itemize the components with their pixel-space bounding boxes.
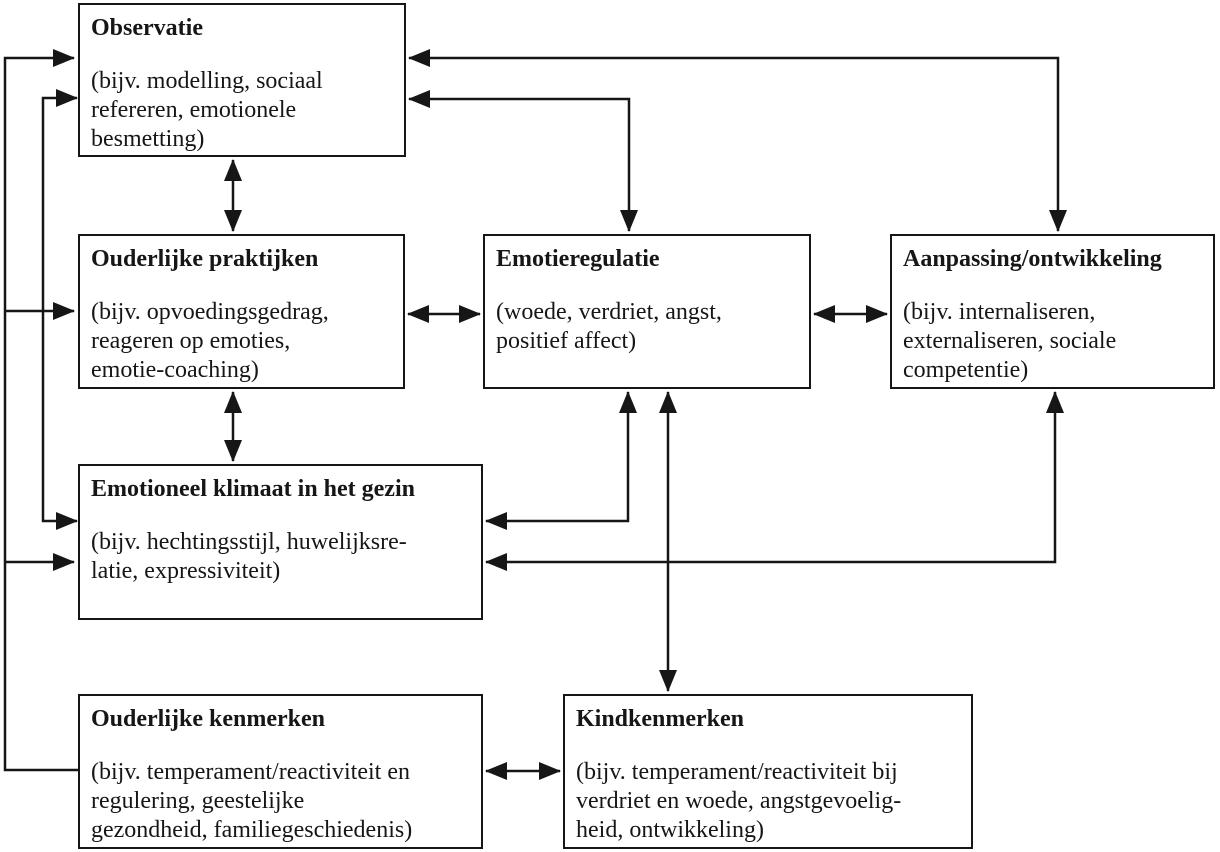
node-body: (bijv. internaliseren, externaliseren, s… [903, 299, 1117, 383]
node-observatie: Observatie (bijv. modelling, sociaal ref… [78, 3, 406, 157]
node-title: Ouderlijke praktijken [91, 246, 319, 272]
node-title: Aanpassing/ontwikkeling [903, 246, 1162, 272]
node-emotieregulatie: Emotieregulatie (woede, verdriet, angst,… [483, 234, 811, 389]
node-body: (bijv. modelling, sociaal refereren, emo… [91, 68, 323, 152]
node-body: (woede, verdriet, angst, positief affect… [496, 299, 722, 354]
edge-emotioneel-klimaat-emotieregulatie-arrow [485, 391, 637, 530]
node-body: (bijv. temperament/reactiviteit en regul… [91, 759, 413, 843]
node-emotioneel-klimaat: Emotioneel klimaat in het gezin (bijv. h… [78, 464, 483, 620]
node-body: (bijv. opvoedingsgedrag, reageren op emo… [91, 299, 329, 383]
edge-observatie-emotieregulatie-arrow [408, 90, 638, 232]
node-body: (bijv. temperament/reactiviteit bij verd… [576, 759, 902, 843]
node-title: Emotioneel klimaat in het gezin [91, 476, 415, 502]
node-aanpassing-ontwikkeling: Aanpassing/ontwikkeling (bijv. internali… [890, 234, 1215, 389]
node-title: Kindkenmerken [576, 706, 745, 732]
edge-observatie-emotioneel-klimaat-arrow [41, 89, 78, 530]
node-kindkenmerken: Kindkenmerken (bijv. temperament/reactiv… [563, 694, 973, 849]
node-title: Observatie [91, 15, 203, 41]
edge-observatie-aanpassing-arrow [408, 49, 1067, 232]
node-title: Emotieregulatie [496, 246, 660, 272]
edge-emotioneel-klimaat-aanpassing-arrow [485, 391, 1064, 571]
node-ouderlijke-praktijken: Ouderlijke praktijken (bijv. opvoedingsg… [78, 234, 405, 389]
node-title: Ouderlijke kenmerken [91, 706, 325, 732]
node-ouderlijke-kenmerken: Ouderlijke kenmerken (bijv. temperament/… [78, 694, 483, 849]
edge-ouderlijke-kenmerken-observatie-arrow [3, 49, 79, 772]
node-body: (bijv. hechtingsstijl, huwelijksre- lati… [91, 529, 407, 584]
